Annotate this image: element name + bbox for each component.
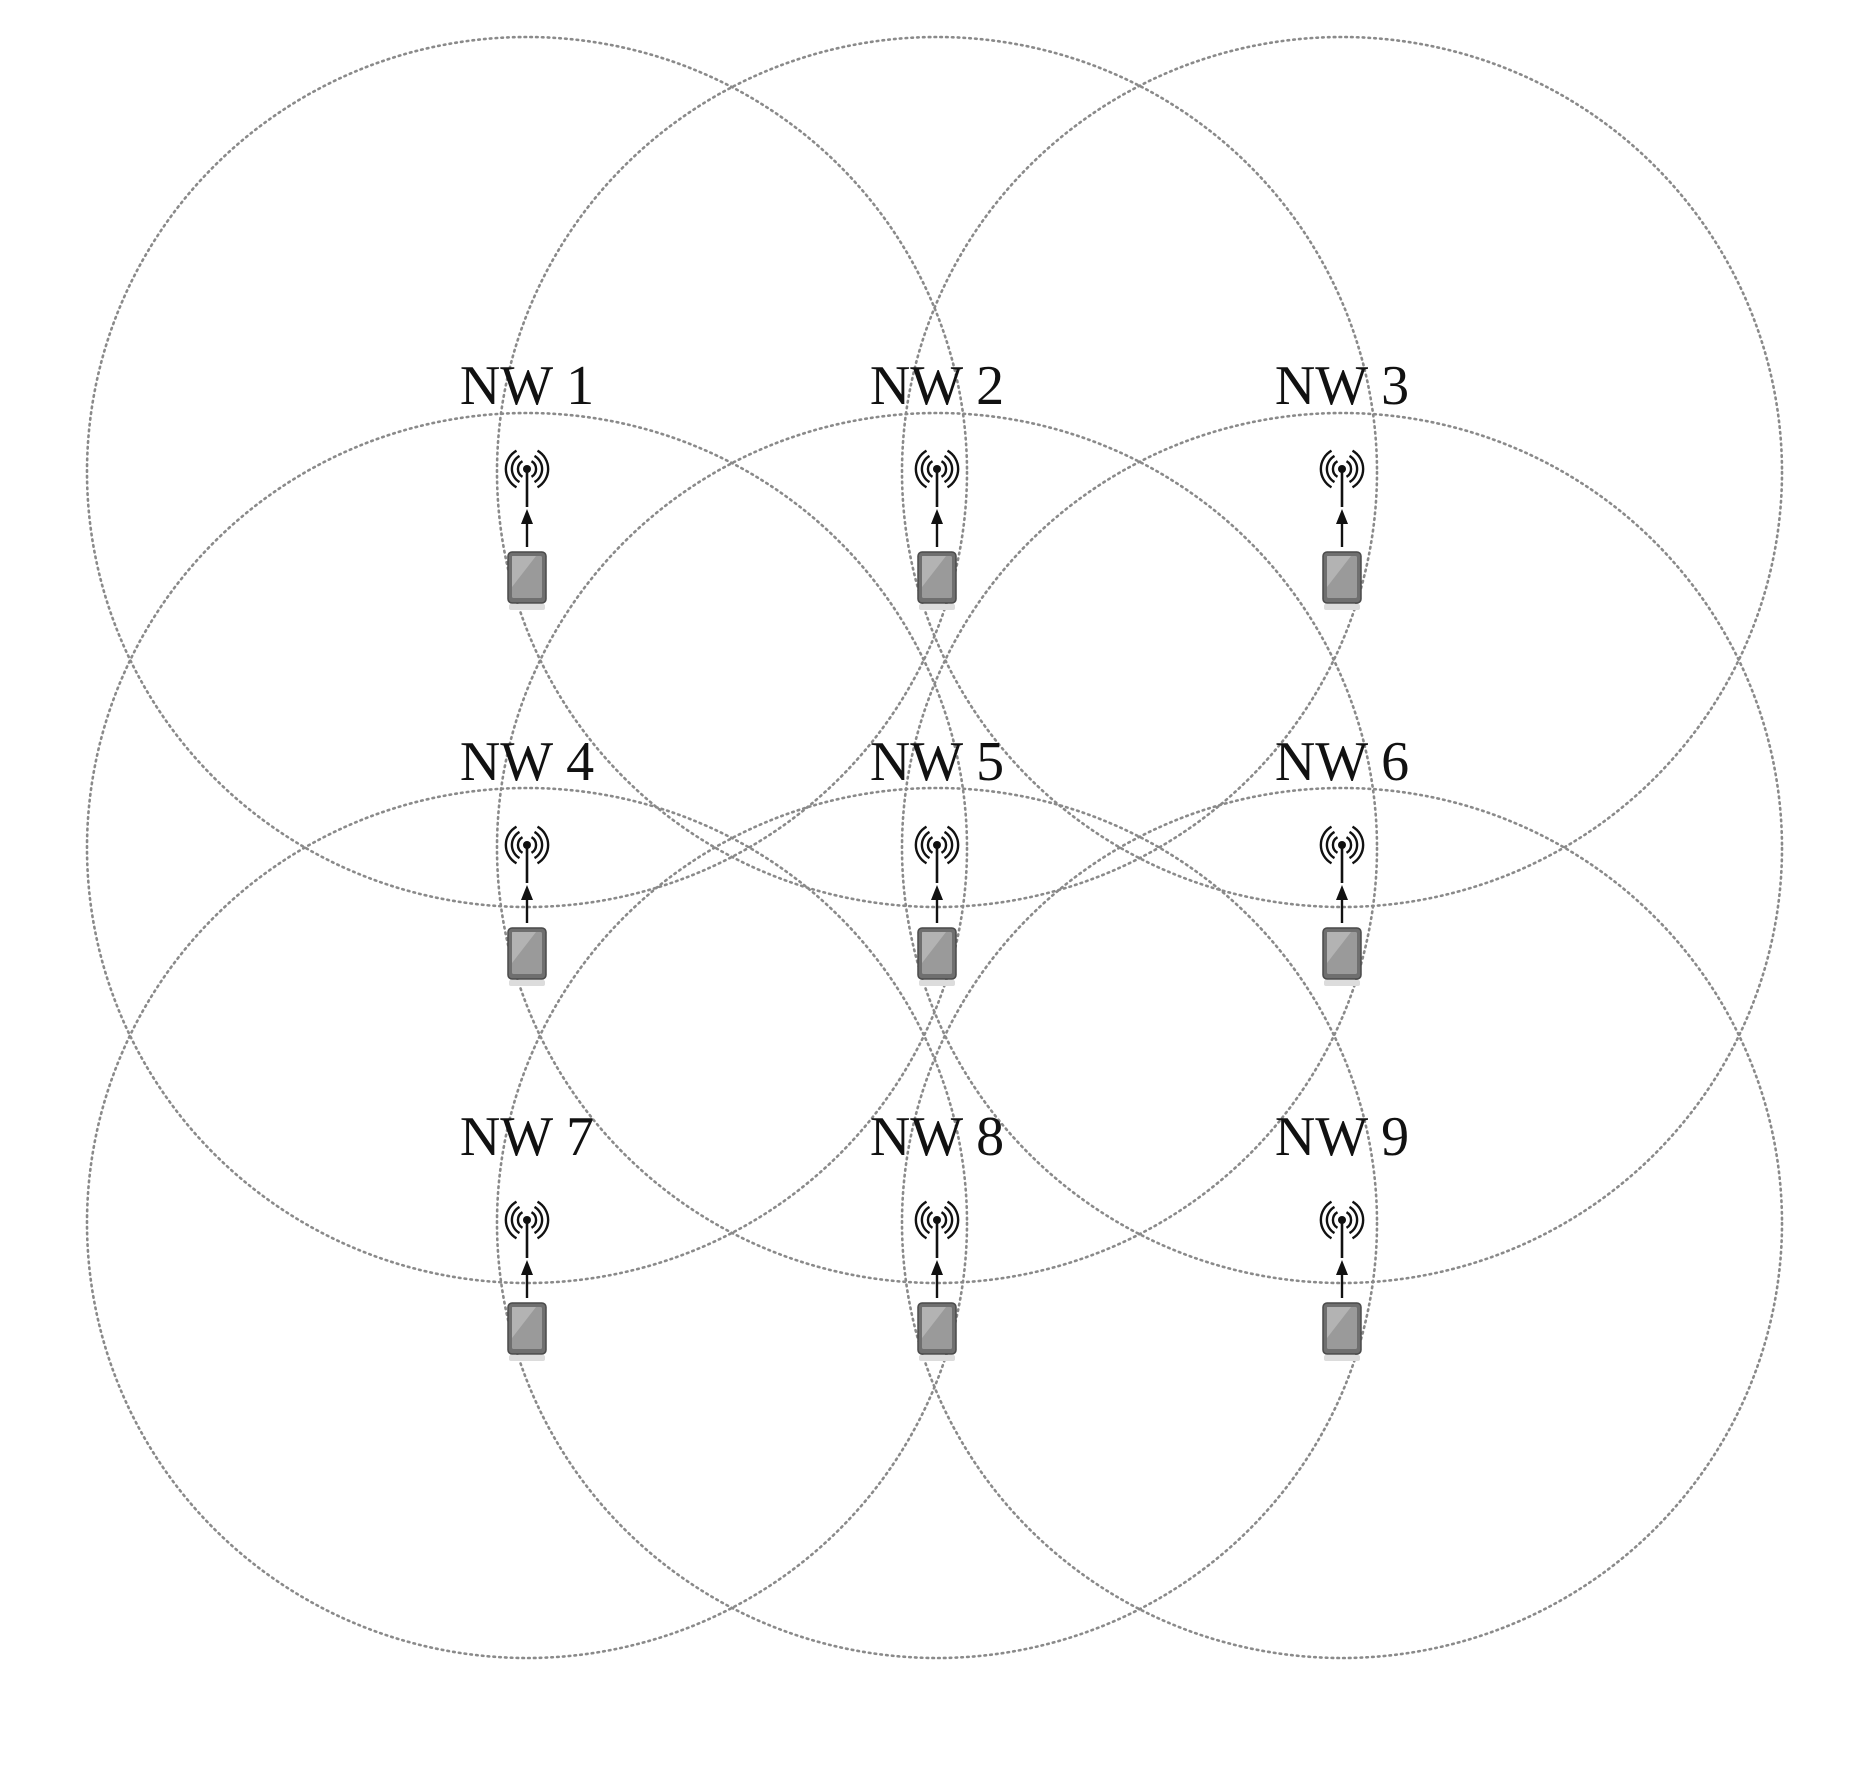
network-node-nw-8: NW 8 (870, 1106, 1004, 1361)
uplink-arrow-icon (931, 1260, 943, 1298)
tablet-device-icon (507, 1302, 547, 1361)
network-label: NW 6 (1275, 731, 1409, 793)
antenna-icon (1319, 825, 1365, 883)
network-label: NW 8 (870, 1106, 1004, 1168)
uplink-arrow-icon (1336, 885, 1348, 923)
tablet-device-icon (1322, 927, 1362, 986)
tablet-device-icon (917, 1302, 957, 1361)
uplink-arrow-icon (1336, 1260, 1348, 1298)
network-node-nw-7: NW 7 (460, 1106, 594, 1361)
antenna-icon (914, 825, 960, 883)
network-node-nw-9: NW 9 (1275, 1106, 1409, 1361)
network-label: NW 4 (460, 731, 594, 793)
uplink-arrow-icon (521, 885, 533, 923)
antenna-icon (914, 1200, 960, 1258)
antenna-icon (914, 449, 960, 507)
network-label: NW 2 (870, 355, 1004, 417)
antenna-icon (504, 825, 550, 883)
antenna-icon (1319, 1200, 1365, 1258)
tablet-device-icon (1322, 1302, 1362, 1361)
network-node-nw-5: NW 5 (870, 731, 1004, 986)
coverage-range-nw-7 (85, 786, 969, 1660)
coverage-range-nw-9 (900, 786, 1784, 1660)
tablet-device-icon (507, 551, 547, 610)
uplink-arrow-icon (931, 509, 943, 547)
uplink-arrow-icon (931, 885, 943, 923)
network-nodes: NW 1 NW 2 NW 3 NW 4 NW 5 NW 6 NW 7 NW 8 NW 9 (460, 355, 1409, 1361)
network-node-nw-2: NW 2 (870, 355, 1004, 610)
coverage-range-nw-8 (495, 786, 1379, 1660)
tablet-device-icon (917, 551, 957, 610)
network-node-nw-1: NW 1 (460, 355, 594, 610)
network-label: NW 5 (870, 731, 1004, 793)
network-label: NW 9 (1275, 1106, 1409, 1168)
network-label: NW 1 (460, 355, 594, 417)
network-node-nw-6: NW 6 (1275, 731, 1409, 986)
antenna-icon (504, 1200, 550, 1258)
network-node-nw-4: NW 4 (460, 731, 594, 986)
uplink-arrow-icon (1336, 509, 1348, 547)
antenna-icon (1319, 449, 1365, 507)
tablet-device-icon (1322, 551, 1362, 610)
tablet-device-icon (507, 927, 547, 986)
uplink-arrow-icon (521, 1260, 533, 1298)
tablet-device-icon (917, 927, 957, 986)
network-node-nw-3: NW 3 (1275, 355, 1409, 610)
uplink-arrow-icon (521, 509, 533, 547)
network-label: NW 3 (1275, 355, 1409, 417)
antenna-icon (504, 449, 550, 507)
network-label: NW 7 (460, 1106, 594, 1168)
